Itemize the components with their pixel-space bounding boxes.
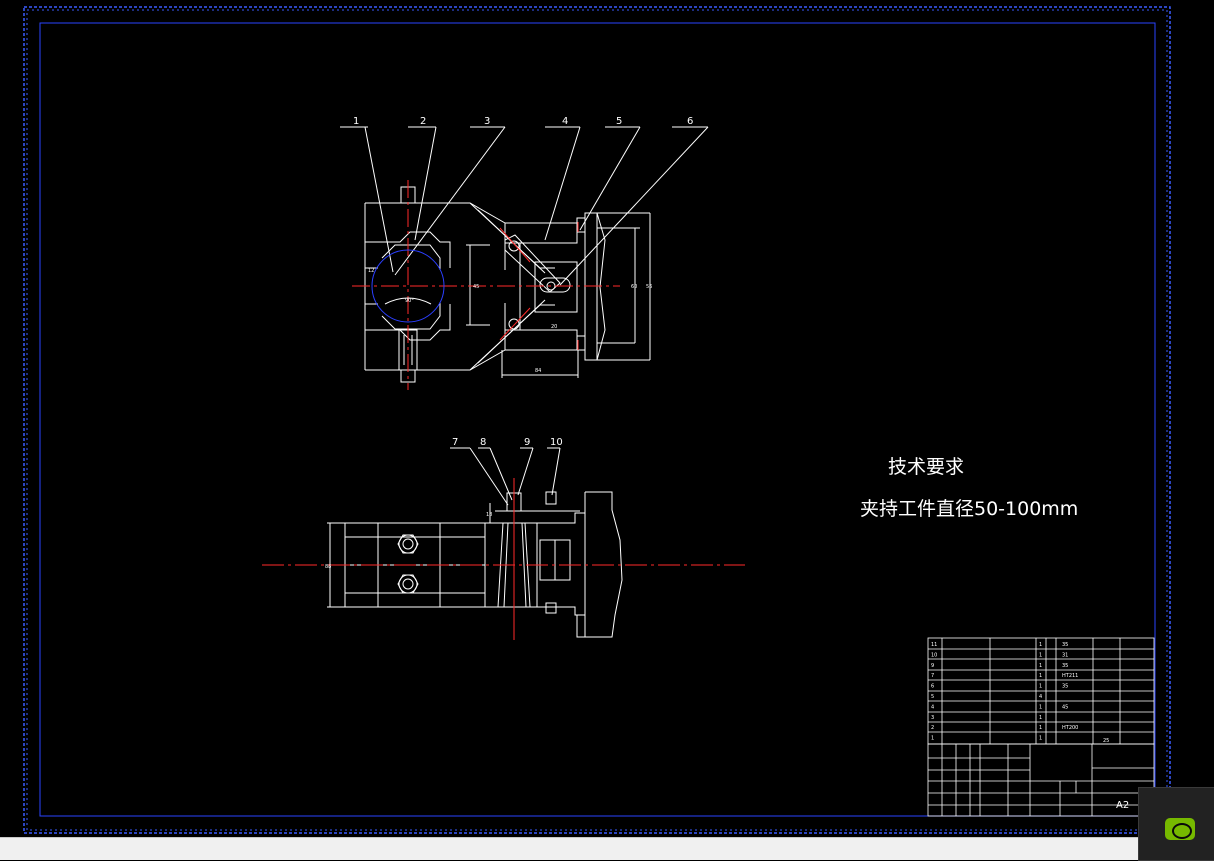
bottom-dim-labels: 88 18	[325, 512, 492, 570]
bom-cell-qty: 1	[1039, 725, 1042, 731]
dim-bolt: 12	[368, 268, 374, 274]
callout-3: 3	[484, 116, 490, 127]
tech-requirements-note: 夹持工件直径50-100mm	[860, 498, 1078, 520]
bottom-view	[327, 447, 623, 638]
dim-width-bottom: 84	[535, 368, 541, 374]
callout-1: 1	[353, 116, 359, 127]
bom-cell-qty: 1	[1039, 684, 1042, 690]
tech-requirements-title: 技术要求	[888, 456, 964, 478]
bom-cell-material: HT200	[1062, 725, 1078, 731]
sheet-size: A2	[1116, 800, 1129, 811]
dim-side-height: 88	[325, 564, 331, 570]
top-view-centerlines	[352, 180, 620, 390]
outer-border	[23, 6, 1171, 834]
bottom-status-bar	[0, 837, 1214, 860]
bom-cell-no: 2	[931, 725, 934, 731]
bom-cell-qty: 1	[1039, 704, 1042, 710]
bom-cell-material: HT211	[1062, 673, 1078, 679]
callout-10: 10	[550, 437, 563, 448]
bom-cell-qty: 1	[1039, 652, 1042, 658]
dim-slot: 18	[486, 512, 492, 518]
callout-2: 2	[420, 116, 426, 127]
bom-cell-no: 10	[931, 652, 937, 658]
bom-cell-no: 7	[931, 673, 934, 679]
bom-cell-material: 35	[1062, 684, 1068, 690]
bom-cell-no: 1	[931, 736, 934, 742]
bom-cell-qty: 1	[1039, 715, 1042, 721]
top-callout-labels: 1 2 3 4 5 6	[353, 116, 693, 127]
outer-border-inner	[26, 9, 1168, 831]
bom-cell-material: 35	[1062, 663, 1068, 669]
bom-cell-qty: 1	[1039, 736, 1042, 742]
bottom-callout-labels: 7 8 9 10	[452, 437, 563, 448]
dim-height-right: 56	[646, 284, 652, 290]
bom-cell-material: 35	[1062, 642, 1068, 648]
bom-cell-qty: 1	[1039, 642, 1042, 648]
bom-table	[927, 637, 1155, 817]
dim-angle: 90°	[405, 298, 414, 304]
bom-cell-no: 4	[931, 704, 934, 710]
nvidia-logo-icon[interactable]	[1165, 818, 1195, 840]
callout-6: 6	[687, 116, 693, 127]
inner-frame	[39, 22, 1156, 817]
workpiece-circle	[371, 249, 445, 323]
callout-4: 4	[562, 116, 568, 127]
bom-cell-no: 3	[931, 715, 934, 721]
dim-height-right2: 60	[631, 284, 637, 290]
bom-weight-value: 25	[1103, 738, 1109, 744]
bom-cell-no: 11	[931, 642, 937, 648]
bom-cell-no: 6	[931, 684, 934, 690]
bom-cell-qty: 4	[1039, 694, 1042, 700]
dim-height-left: 45	[473, 284, 479, 290]
dim-width-inner: 20	[551, 324, 557, 330]
callout-7: 7	[452, 437, 458, 448]
top-dim-labels: 90° 84 20 56 60 45 12	[368, 268, 652, 374]
bom-cell-qty: 1	[1039, 663, 1042, 669]
callout-5: 5	[616, 116, 622, 127]
angle-arc	[384, 297, 432, 305]
bom-cell-material: 31	[1062, 652, 1068, 658]
bom-cell-no: 5	[931, 694, 934, 700]
bom-cell-material: 45	[1062, 704, 1068, 710]
bom-cell-no: 9	[931, 663, 934, 669]
bottom-view-centerlines	[262, 478, 745, 640]
callout-8: 8	[480, 437, 486, 448]
bom-cell-qty: 1	[1039, 673, 1042, 679]
callout-9: 9	[524, 437, 530, 448]
